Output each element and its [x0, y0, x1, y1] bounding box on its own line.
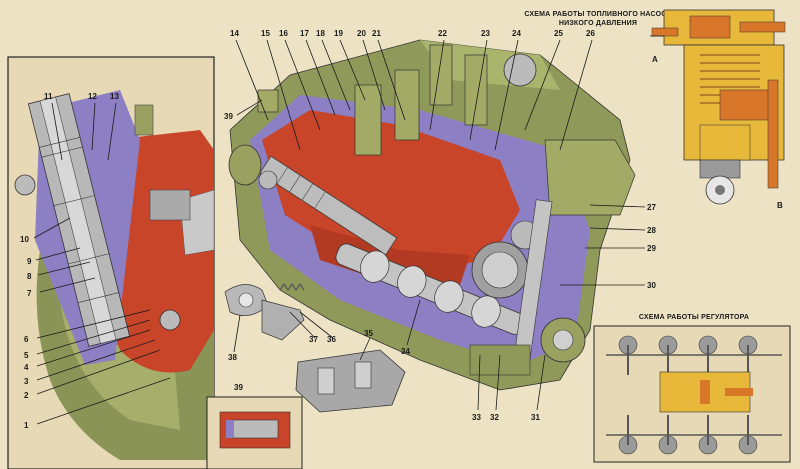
exploded-parts [224, 282, 406, 413]
pump-scheme-inlet-label: А [652, 55, 658, 64]
callout-leaders [33, 39, 646, 425]
callout-5: 5 [24, 351, 29, 360]
callout-35: 35 [364, 329, 373, 338]
callout-30: 30 [647, 281, 656, 290]
callout-7: 7 [27, 289, 32, 298]
callout-39: 39 [224, 112, 233, 121]
callout-6: 6 [24, 335, 29, 344]
callout-29: 29 [647, 244, 656, 253]
callout-10: 10 [20, 235, 29, 244]
callout-24: 24 [512, 29, 521, 38]
callout-38: 38 [228, 353, 237, 362]
callout-31: 31 [531, 413, 540, 422]
regulator-scheme: СХЕМА РАБОТЫ РЕГУЛЯТОРА [593, 314, 791, 463]
callout-25: 25 [554, 29, 563, 38]
pump-scheme-outlet-label: В [777, 201, 783, 210]
callout-numbers: 1 2 3 4 5 6 7 8 9 10 11 12 13 14 15 16 1… [20, 29, 656, 430]
callout-34: 34 [401, 347, 410, 356]
callout-21: 21 [372, 29, 381, 38]
callout-23: 23 [481, 29, 490, 38]
callout-12: 12 [88, 92, 97, 101]
callout-2: 2 [24, 391, 29, 400]
callout-3: 3 [24, 377, 29, 386]
callout-19: 19 [334, 29, 343, 38]
main-pump-cutaway [228, 39, 636, 391]
callout-37: 37 [309, 335, 318, 344]
callout-14: 14 [230, 29, 239, 38]
callout-8: 8 [27, 272, 32, 281]
callout-32: 32 [490, 413, 499, 422]
callout-13: 13 [110, 92, 119, 101]
callout-17: 17 [300, 29, 309, 38]
callout-11: 11 [44, 92, 53, 101]
callout-28: 28 [647, 226, 656, 235]
callout-15: 15 [261, 29, 270, 38]
callout-26: 26 [586, 29, 595, 38]
callout-33: 33 [472, 413, 481, 422]
pump-scheme-title-line1: СХЕМА РАБОТЫ ТОПЛИВНОГО НАСОСА [524, 11, 671, 18]
callout-9: 9 [27, 257, 32, 266]
callout-20: 20 [357, 29, 366, 38]
callout-16: 16 [279, 29, 288, 38]
regulator-scheme-title: СХЕМА РАБОТЫ РЕГУЛЯТОРА [639, 314, 749, 321]
callout-36: 36 [327, 335, 336, 344]
callout-22: 22 [438, 29, 447, 38]
low-pressure-pump-scheme: СХЕМА РАБОТЫ ТОПЛИВНОГО НАСОСА НИЗКОГО Д… [524, 9, 786, 210]
callout-1: 1 [24, 421, 29, 430]
callout-18: 18 [316, 29, 325, 38]
bottom-inset-panel [206, 396, 303, 469]
pump-scheme-title-line2: НИЗКОГО ДАВЛЕНИЯ [559, 20, 637, 27]
left-inset-panel [7, 56, 215, 469]
callout-39-inset: 39 [234, 383, 243, 392]
callout-27: 27 [647, 203, 656, 212]
callout-4: 4 [24, 363, 29, 372]
